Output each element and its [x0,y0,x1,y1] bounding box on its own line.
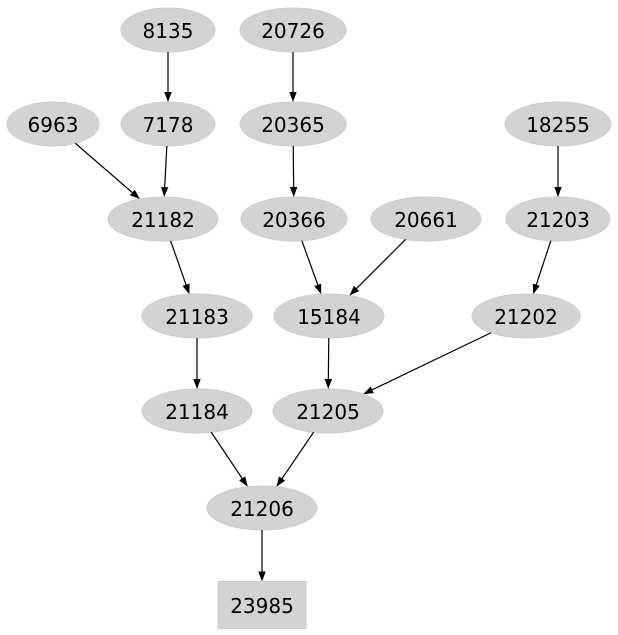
node-23985-box-shape [217,581,307,629]
node-15184: 15184 [273,293,385,339]
node-20661-label: 20661 [394,208,458,232]
node-15184-ellipse-shape [273,293,385,339]
node-20366: 20366 [240,196,348,242]
arrowhead-6963-21182 [129,189,140,200]
node-20726-label: 20726 [261,19,325,43]
node-21182-ellipse-shape [107,196,219,242]
node-21202: 21202 [471,293,581,339]
arrowhead-18255-21203 [554,187,562,197]
node-21205-label: 21205 [296,400,360,424]
node-21182-label: 21182 [131,208,195,232]
edge-21203-21202 [535,240,552,287]
arrowhead-21184-21206 [239,476,248,487]
node-20661-ellipse-shape [370,196,482,242]
arrowhead-21182-21183 [182,283,190,295]
node-21184-label: 21184 [165,400,229,424]
arrowhead-20726-20365 [289,92,297,102]
node-21206-label: 21206 [230,497,294,521]
node-20726: 20726 [239,7,347,53]
arrowhead-21203-21202 [532,283,540,295]
node-21184: 21184 [141,388,253,434]
node-6963: 6963 [6,101,100,147]
node-23985: 23985 [217,581,307,629]
node-8135: 8135 [120,7,216,53]
edge-7178-21182 [163,145,168,190]
node-15184-label: 15184 [297,305,361,329]
node-6963-ellipse-shape [6,101,100,147]
edge-21182-21183 [170,240,188,287]
node-21182: 21182 [107,196,219,242]
node-21183-label: 21183 [165,305,229,329]
node-21206: 21206 [206,485,318,531]
node-21202-ellipse-shape [471,293,581,339]
node-7178-label: 7178 [143,113,194,137]
arrowhead-21206-23985 [258,571,266,582]
arrowhead-21202-21205 [363,386,374,395]
node-21203: 21203 [505,196,611,242]
arrowhead-20366-15184 [314,283,322,295]
node-18255-label: 18255 [526,113,590,137]
node-20366-label: 20366 [262,208,326,232]
arrowhead-15184-21205 [324,378,333,390]
node-20365: 20365 [239,101,347,147]
node-20365-label: 20365 [261,113,325,137]
arrowhead-21183-21184 [193,379,201,389]
node-18255: 18255 [504,101,612,147]
arrowhead-21205-21206 [276,476,286,487]
arrowhead-20365-20366 [289,186,298,198]
node-21205-ellipse-shape [272,388,384,434]
arrowhead-20661-15184 [349,285,360,296]
arrowhead-8135-7178 [164,92,172,102]
node-21183: 21183 [141,293,253,339]
node-23985-label: 23985 [230,594,294,618]
edge-21205-21206 [280,431,315,481]
node-20366-ellipse-shape [240,196,348,242]
node-7178: 7178 [120,101,216,147]
node-8135-label: 8135 [143,19,194,43]
edge-20366-15184 [301,240,319,287]
node-21203-label: 21203 [526,208,590,232]
node-20661: 20661 [370,196,482,242]
node-6963-label: 6963 [28,113,79,137]
arrowhead-7178-21182 [160,186,169,198]
edge-20661-15184 [354,239,406,291]
edge-21184-21206 [210,431,244,481]
node-21202-label: 21202 [494,305,558,329]
edge-21202-21205 [370,332,492,392]
node-21205: 21205 [272,388,384,434]
edge-6963-21182 [74,142,135,195]
